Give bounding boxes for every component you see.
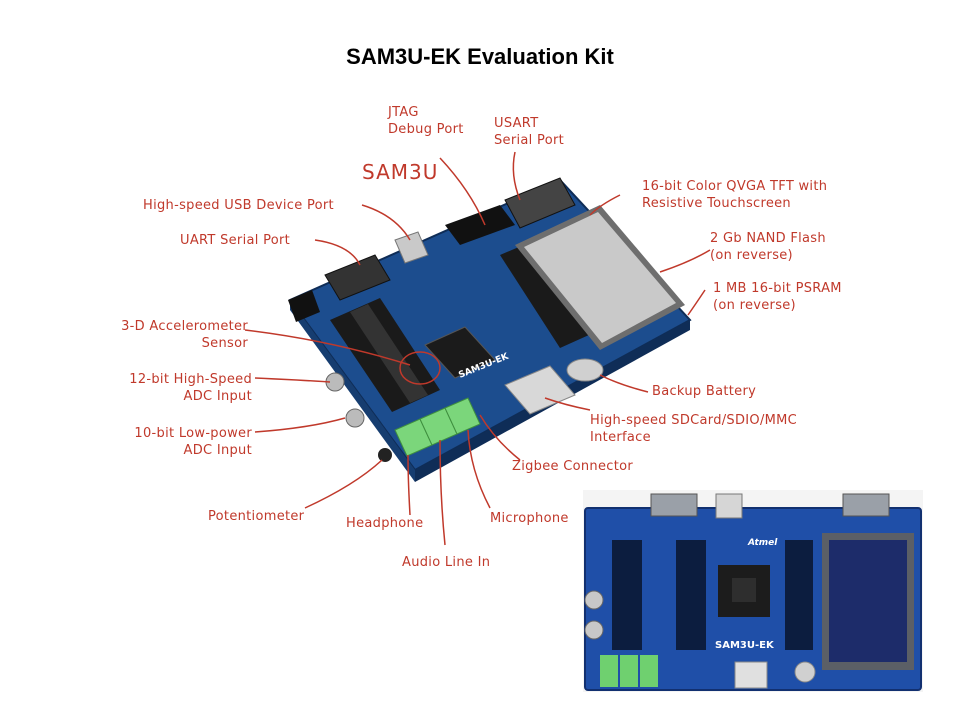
psram-label-line2: (on reverse) <box>713 298 796 313</box>
potentiometer-knob <box>378 448 392 462</box>
sdcard-label-line1: High-speed SDCard/SDIO/MMC <box>590 413 798 428</box>
accelerometer-label: 3-D Accelerometer Sensor <box>78 318 248 352</box>
tft-label: 16-bit Color QVGA TFT with Resistive Tou… <box>642 178 827 212</box>
adc12-label-line2: ADC Input <box>183 389 252 404</box>
zigbee-label: Zigbee Connector <box>512 459 633 474</box>
adc10-label: 10-bit Low-power ADC Input <box>120 425 252 459</box>
tft-label-line2: Resistive Touchscreen <box>642 196 791 211</box>
usb-connector <box>394 231 429 264</box>
battery <box>566 358 604 382</box>
adc12-label: 12-bit High-Speed ADC Input <box>108 371 252 405</box>
jtag-label: JTAG Debug Port <box>388 104 464 138</box>
adc10-label-line1: 10-bit Low-power <box>134 426 252 441</box>
audio-line-in-label: Audio Line In <box>402 555 491 570</box>
sdcard-label: High-speed SDCard/SDIO/MMC Interface <box>590 412 797 446</box>
usart-label-line2: Serial Port <box>494 133 564 148</box>
jtag-connector <box>445 205 515 245</box>
microphone-label: Microphone <box>490 511 569 526</box>
annotation-arrows <box>244 151 711 546</box>
usart-connector <box>504 177 576 229</box>
adc12-label-line1: 12-bit High-Speed <box>129 372 252 387</box>
usb-label: High-speed USB Device Port <box>143 198 334 213</box>
accelerometer-highlight <box>399 351 441 385</box>
potentiometer-label: Potentiometer <box>208 509 305 524</box>
nand-label: 2 Gb NAND Flash (on reverse) <box>710 230 826 264</box>
inset-silkscreen: SAM3U-EK <box>715 640 775 651</box>
inset-board-photo: SAM3U-EK Atmel <box>583 490 923 692</box>
adc10-bnc <box>345 408 365 428</box>
adc10-label-line2: ADC Input <box>183 443 252 458</box>
accel-label-line2: Sensor <box>201 336 248 351</box>
battery-label: Backup Battery <box>652 384 757 399</box>
tft-label-line1: 16-bit Color QVGA TFT with <box>642 179 828 194</box>
tft-screen <box>515 205 685 350</box>
microphone-jack <box>444 397 481 435</box>
sdcard-label-line2: Interface <box>590 430 651 445</box>
jtag-label-line2: Debug Port <box>388 122 464 137</box>
psram-label-line1: 1 MB 16-bit PSRAM <box>713 281 842 296</box>
nand-label-line2: (on reverse) <box>710 248 793 263</box>
page-title: SAM3U-EK Evaluation Kit <box>346 44 614 69</box>
chip-label: SAM3U <box>362 160 439 184</box>
mcu-chip <box>424 326 496 379</box>
usart-label-line1: USART <box>494 116 539 131</box>
accel-label-line1: 3-D Accelerometer <box>121 319 248 334</box>
headphone-label: Headphone <box>346 516 424 531</box>
uart-label: UART Serial Port <box>180 233 291 248</box>
nand-label-line1: 2 Gb NAND Flash <box>710 231 826 246</box>
inset-logo: Atmel <box>747 538 778 548</box>
psram-label: 1 MB 16-bit PSRAM (on reverse) <box>713 280 842 314</box>
jtag-label-line1: JTAG <box>388 105 419 120</box>
usart-label: USART Serial Port <box>494 115 564 149</box>
power-jack <box>288 290 320 322</box>
